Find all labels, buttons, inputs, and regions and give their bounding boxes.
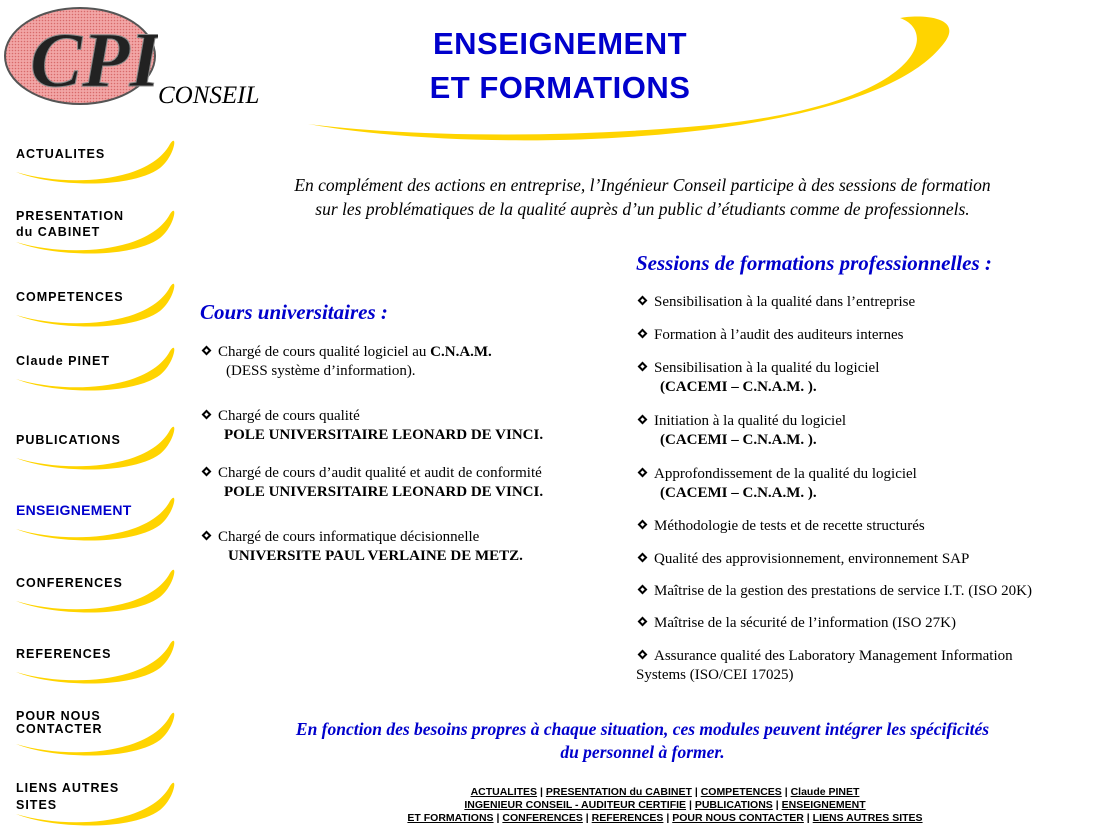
footer-link-claude-pinet[interactable]: Claude PINET (790, 786, 860, 798)
footer-separator: | (688, 799, 692, 811)
nav-publications[interactable]: PUBLICATIONS (10, 418, 180, 478)
nav-swoosh-icon (16, 497, 175, 541)
footer-link-references[interactable]: REFERENCES (591, 812, 664, 824)
footer-link-et-formations[interactable]: ET FORMATIONS (407, 812, 494, 824)
nav-label: REFERENCES (16, 647, 112, 661)
footer-link-actualites[interactable]: ACTUALITES (470, 786, 538, 798)
nav-swoosh-icon (16, 782, 175, 826)
nav-actualites[interactable]: ACTUALITES (10, 132, 180, 192)
footer-separator: | (806, 812, 810, 824)
footer-separator: | (585, 812, 589, 824)
diamond-bullet-icon (637, 467, 648, 478)
footer-separator: | (496, 812, 500, 824)
list-item: Chargé de cours d’audit qualité et audit… (200, 464, 543, 502)
closing-text: En fonction des besoins propres à chaque… (295, 719, 990, 762)
nav-swoosh-icon (16, 140, 175, 184)
footer-separator: | (666, 812, 670, 824)
pro-heading: Sessions de formations professionnelles … (636, 251, 992, 275)
page-title-line-1: ENSEIGNEMENT (432, 26, 688, 61)
diamond-bullet-icon (637, 361, 648, 372)
footer-separator: | (784, 786, 788, 798)
nav-references[interactable]: REFERENCES (10, 632, 180, 692)
diamond-bullet-icon (201, 530, 212, 541)
list-item: Chargé de cours qualité POLE UNIVERSITAI… (200, 407, 543, 445)
footer-link-enseignement[interactable]: ENSEIGNEMENT (781, 799, 866, 811)
logo-letters: CPI (30, 16, 158, 103)
nav-swoosh-icon (16, 426, 175, 470)
footer-link-liens[interactable]: LIENS AUTRES SITES (812, 812, 923, 824)
footer-separator: | (694, 786, 698, 798)
diamond-bullet-icon (637, 328, 648, 339)
footer-link-publications[interactable]: PUBLICATIONS (694, 799, 773, 811)
nav-swoosh-icon (16, 569, 175, 613)
list-item: Sensibilisation à la qualité dans l’entr… (636, 293, 915, 312)
nav-label-active: ENSEIGNEMENT (16, 502, 132, 518)
diamond-bullet-icon (201, 345, 212, 356)
diamond-bullet-icon (637, 616, 648, 627)
intro-text: En complément des actions en entreprise,… (294, 175, 991, 219)
nav-label: ACTUALITES (16, 147, 106, 161)
page-title-line-2: ET FORMATIONS (429, 70, 691, 105)
nav-conferences[interactable]: CONFERENCES (10, 561, 180, 621)
list-item: Méthodologie de tests et de recette stru… (636, 517, 925, 536)
univ-heading: Cours universitaires : (200, 300, 388, 324)
footer-link-competences[interactable]: COMPETENCES (700, 786, 782, 798)
list-item: Maîtrise de la sécurité de l’information… (636, 614, 956, 633)
nav-label: CONFERENCES (16, 576, 123, 590)
footer-link-conferences[interactable]: CONFERENCES (502, 812, 583, 824)
diamond-bullet-icon (637, 649, 648, 660)
list-item: Formation à l’audit des auditeurs intern… (636, 326, 904, 345)
nav-competences[interactable]: COMPETENCES (10, 275, 180, 335)
list-item: Maîtrise de la gestion des prestations d… (636, 582, 1032, 601)
diamond-bullet-icon (637, 552, 648, 563)
nav-swoosh-icon (16, 640, 175, 684)
list-item: Approfondissement de la qualité du logic… (636, 465, 917, 503)
nav-label: Claude PINET (16, 354, 110, 368)
list-item: Assurance qualité des Laboratory Managem… (636, 648, 1013, 683)
diamond-bullet-icon (637, 295, 648, 306)
nav-label: COMPETENCES (16, 290, 124, 304)
nav-enseignement[interactable]: ENSEIGNEMENT (10, 489, 180, 549)
list-item: Sensibilisation à la qualité du logiciel… (636, 359, 879, 397)
nav-claude-pinet[interactable]: Claude PINET (10, 339, 180, 399)
footer-link-presentation[interactable]: PRESENTATION du CABINET (545, 786, 692, 798)
footer-nav: ACTUALITES | PRESENTATION du CABINET | C… (380, 786, 950, 825)
nav-swoosh-icon (16, 712, 175, 756)
list-item: Chargé de cours qualité logiciel au C.N.… (200, 343, 492, 381)
diamond-bullet-icon (637, 519, 648, 530)
nav-swoosh-icon (16, 283, 175, 327)
list-item: Chargé de cours informatique décisionnel… (200, 528, 523, 566)
footer-link-ingenieur-conseil[interactable]: INGENIEUR CONSEIL - AUDITEUR CERTIFIE (464, 799, 687, 811)
list-item: Qualité des approvisionnement, environne… (636, 550, 969, 569)
footer-separator: | (775, 799, 779, 811)
nav-swoosh-icon (16, 347, 175, 391)
nav-label: PUBLICATIONS (16, 433, 121, 447)
diamond-bullet-icon (201, 466, 212, 477)
diamond-bullet-icon (201, 409, 212, 420)
list-item: Initiation à la qualité du logiciel (CAC… (636, 412, 846, 450)
diamond-bullet-icon (637, 414, 648, 425)
logo-conseil-word: CONSEIL (158, 82, 260, 109)
nav-swoosh-icon (16, 210, 175, 254)
cpi-logo: CPI (4, 7, 158, 105)
footer-separator: | (539, 786, 543, 798)
footer-link-contact[interactable]: POUR NOUS CONTACTER (672, 812, 804, 824)
diamond-bullet-icon (637, 584, 648, 595)
